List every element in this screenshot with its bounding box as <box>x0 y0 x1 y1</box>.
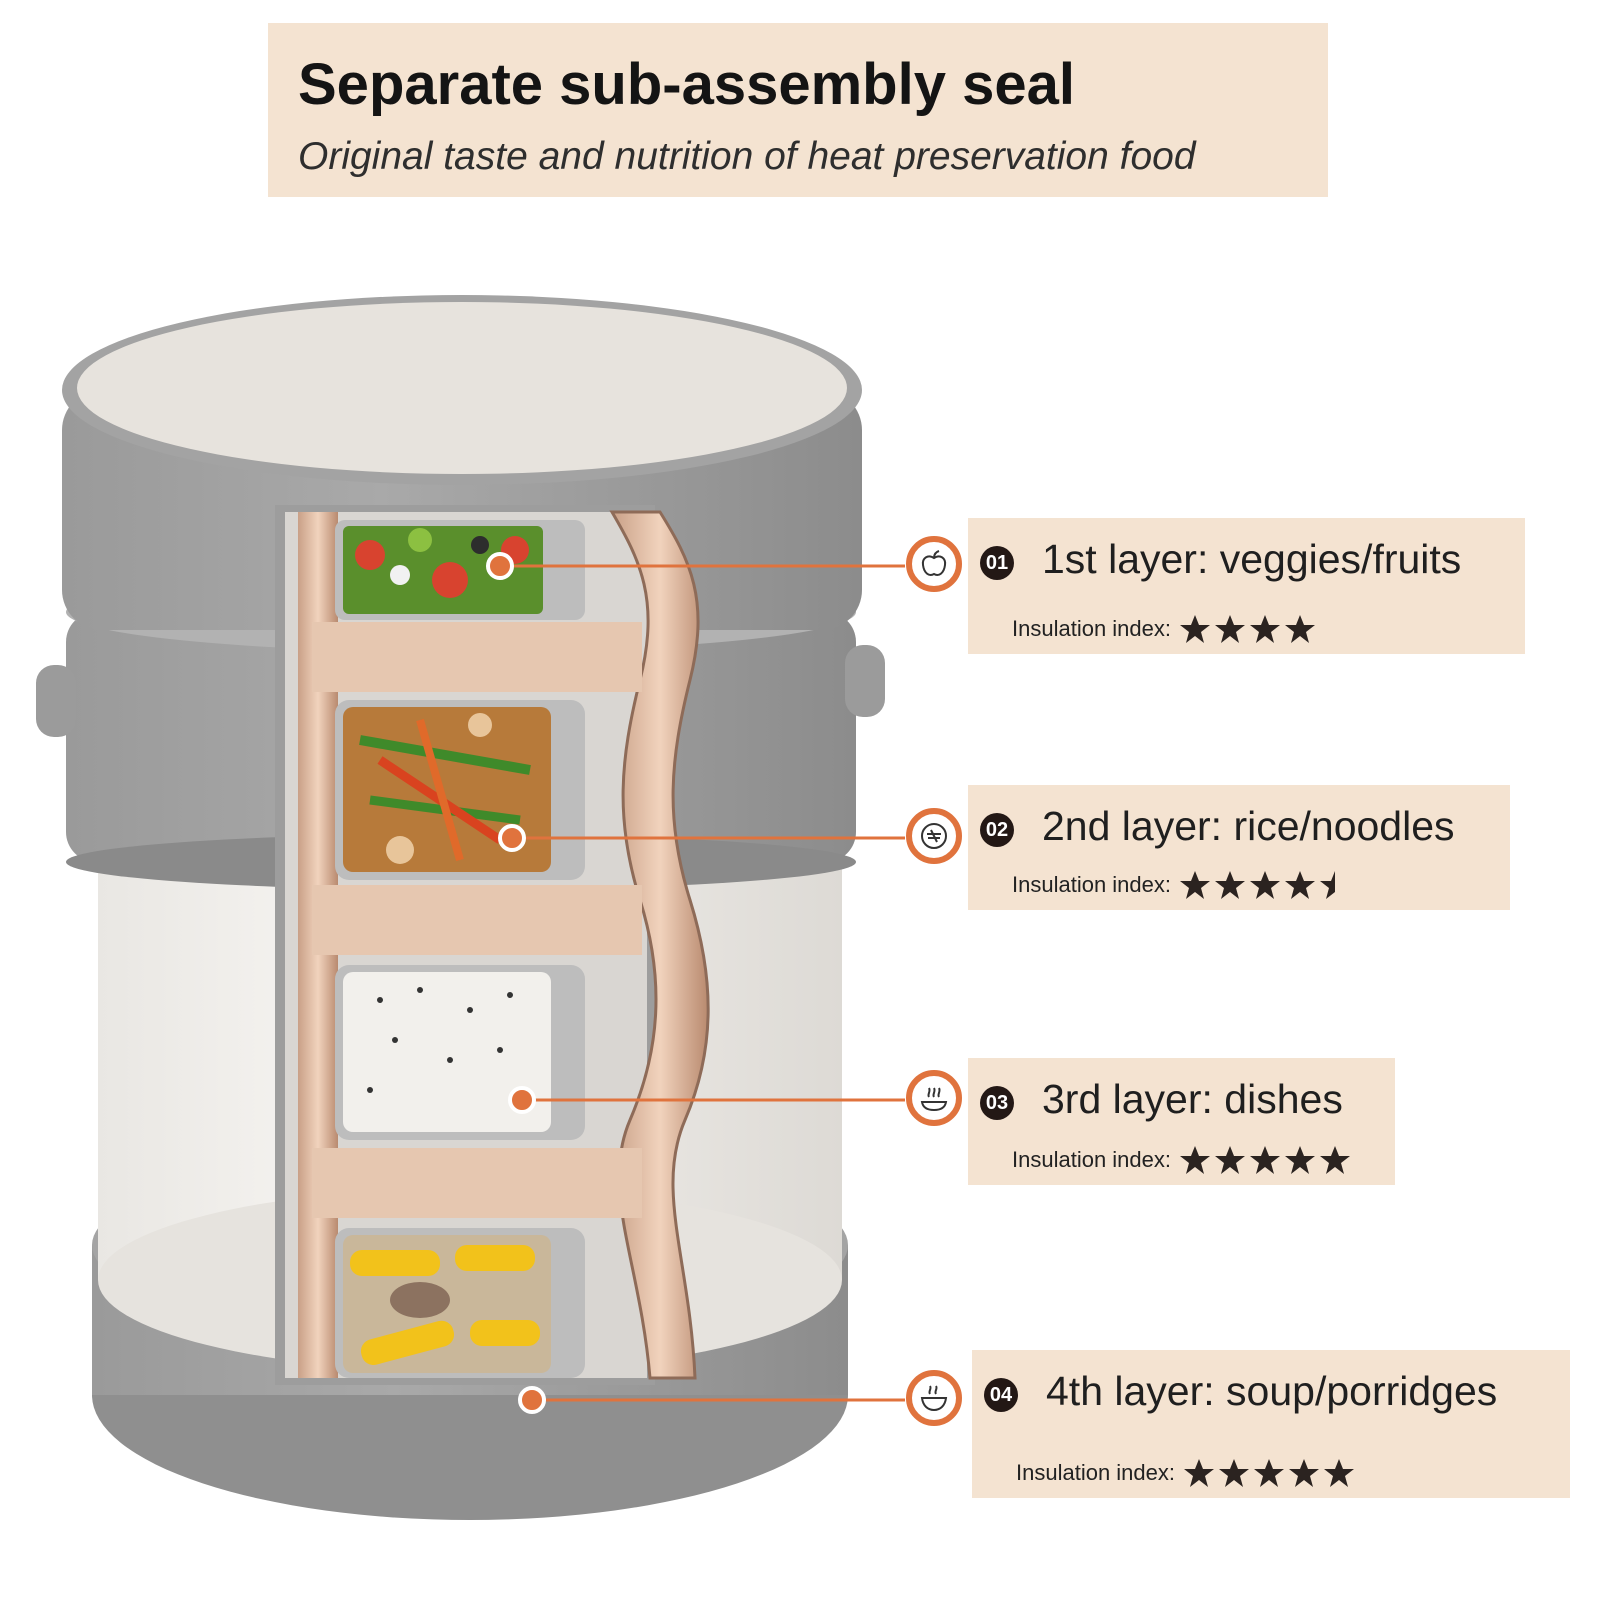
steaming-dish-icon <box>906 1070 962 1126</box>
insulation-index: Insulation index: <box>968 1143 1354 1177</box>
rating-star-icon <box>1285 615 1315 643</box>
rating-star-icon <box>1254 1459 1284 1487</box>
rating-star-icon <box>1250 1146 1280 1174</box>
rating-star-icon <box>1180 1146 1210 1174</box>
layer-label: 1st layer: veggies/fruits <box>1042 536 1462 582</box>
insulation-index: Insulation index: <box>968 868 1354 902</box>
insulation-label: Insulation index: <box>1016 1460 1175 1485</box>
plate-icon <box>906 808 962 864</box>
rating-star-icon <box>1215 871 1245 899</box>
layer-label: 4th layer: soup/porridges <box>1046 1368 1498 1414</box>
header-banner: Separate sub-assembly seal Original tast… <box>268 23 1328 197</box>
insulation-label: Insulation index: <box>1012 1147 1171 1172</box>
page-title: Separate sub-assembly seal <box>298 52 1075 117</box>
rating-stars <box>1183 1457 1358 1489</box>
insulation-label: Insulation index: <box>1012 872 1171 897</box>
layer-2-stir-fry <box>335 700 585 880</box>
rating-star-icon <box>1180 871 1210 899</box>
rating-half-star-icon <box>1320 871 1335 899</box>
rating-star-icon <box>1219 1459 1249 1487</box>
connector-lines <box>486 552 905 1414</box>
rating-stars <box>1179 1144 1354 1176</box>
layer-badge: 03 <box>980 1086 1014 1120</box>
handle-knobs <box>36 645 885 737</box>
layer-badge: 02 <box>980 813 1014 847</box>
rating-star-icon <box>1250 615 1280 643</box>
layer-4-corn-soup <box>335 1228 585 1378</box>
layer-label: 2nd layer: rice/noodles <box>1042 803 1455 849</box>
rating-star-icon <box>1289 1459 1319 1487</box>
layer-label: 3rd layer: dishes <box>1042 1076 1343 1122</box>
rating-star-icon <box>1285 1146 1315 1174</box>
rating-star-icon <box>1215 615 1245 643</box>
page-subtitle: Original taste and nutrition of heat pre… <box>298 135 1196 178</box>
apple-icon <box>906 536 962 592</box>
rating-star-icon <box>1180 615 1210 643</box>
rating-stars <box>1179 869 1354 901</box>
rating-star-icon <box>1324 1459 1354 1487</box>
rating-star-icon <box>1215 1146 1245 1174</box>
rating-star-icon <box>1250 871 1280 899</box>
rating-star-icon <box>1184 1459 1214 1487</box>
rating-stars <box>1179 613 1319 645</box>
insulation-label: Insulation index: <box>1012 616 1171 641</box>
layer-badge: 01 <box>980 546 1014 580</box>
soup-bowl-icon <box>906 1370 962 1426</box>
layer-1-salad <box>335 520 585 620</box>
insulation-index: Insulation index: <box>968 612 1319 646</box>
layer-badge: 04 <box>984 1378 1018 1412</box>
insulation-index: Insulation index: <box>972 1456 1358 1490</box>
layer-3-rice <box>335 965 585 1140</box>
rating-star-icon <box>1320 1146 1350 1174</box>
rating-star-icon <box>1285 871 1315 899</box>
